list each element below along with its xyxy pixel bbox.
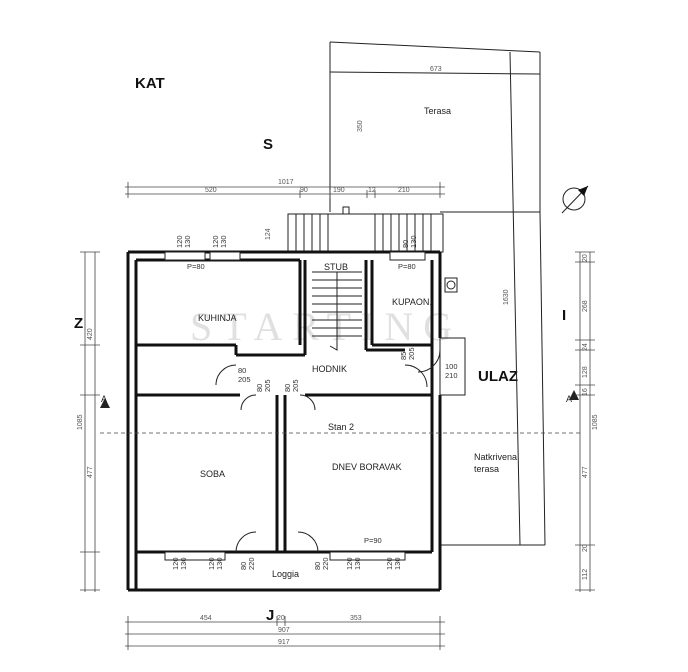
dim-top-e: 210 [398,187,410,194]
door-soba-b: 205 [263,379,272,392]
room-bedroom: SOBA [200,469,225,479]
dim-stair-depth: 124 [265,228,272,240]
opening-s2a: 120 [207,557,216,570]
dim-right-f: 1085 [592,414,599,430]
door-s-b: 220 [247,557,256,570]
dim-bottom-a: 454 [200,615,212,622]
opening-w1b: 130 [183,235,192,248]
room-hall: HODNIK [312,364,347,374]
covered-terrace-line2: terasa [474,464,499,474]
dim-right-i: 112 [582,569,589,580]
top-dimension-line [125,182,445,198]
dim-left-c: 477 [87,466,94,478]
opening-bath-p: P=80 [398,262,416,271]
door-soba-a: 80 [255,384,264,392]
door-l-b: 220 [321,557,330,570]
opening-s3b: 130 [353,557,362,570]
door-swings [215,349,441,553]
opening-s4a: 120 [385,557,394,570]
left-dimension-line [80,251,100,592]
opening-w2b: 130 [219,235,228,248]
orientation-west: Z [74,315,83,332]
window-marks [164,251,426,561]
loggia-window-p: P=90 [364,536,382,545]
dim-top-b: 90 [300,187,308,194]
dim-left-a: 420 [87,328,94,340]
orientation-east: I [562,307,566,324]
dim-right-d: 128 [582,366,589,378]
opening-bath-a: 80 [401,240,410,248]
interior-stair [312,271,362,351]
room-kitchen: KUHINJA [198,313,237,323]
right-dimension-line [575,251,595,592]
covered-terrace-line1: Natkrivena [474,452,517,462]
opening-s1a: 120 [171,557,180,570]
room-stair: STUB [324,262,348,272]
section-left-label: A [101,394,107,404]
entrance-projection [439,277,466,396]
door-living-b: 205 [291,379,300,392]
opening-s2b: 130 [215,557,224,570]
dim-top-c: 190 [333,187,345,194]
section-line [100,390,580,434]
orientation-north: S [263,136,273,153]
room-living: DNEV BORAVAK [332,462,402,472]
exterior-stair [287,206,444,253]
section-right-label: A [566,394,572,404]
dim-top-total: 1017 [278,179,294,186]
door-kitchen-a: 80 [238,366,246,375]
dim-right-e: 16 [582,388,589,396]
opening-s1b: 130 [179,557,188,570]
door-bath-b: 205 [407,347,416,360]
opening-w2a: 120 [211,235,220,248]
door-bath-a: 85 [399,352,408,360]
opening-s4b: 130 [393,557,402,570]
dim-top-d: 12 [368,187,376,194]
floor-title: KAT [135,75,165,92]
terrace-label: Terasa [424,106,451,116]
dim-bottom-b: 20 [277,615,285,622]
door-living-a: 80 [283,384,292,392]
dim-right-g: 477 [582,466,589,478]
dim-right-total: 1630 [503,289,510,305]
bottom-dimension-line [125,616,445,650]
door-entry-b: 210 [445,371,458,380]
dim-bottom-total-b: 917 [278,639,290,646]
room-bathroom: KUPAON. [392,297,432,307]
opening-w1a: 120 [175,235,184,248]
orientation-south: J [266,607,274,624]
dim-right-h: 20 [582,544,589,552]
watermark: STARTING [190,304,462,349]
dim-terrace-depth: 350 [357,120,364,132]
dim-terrace-width: 673 [430,66,442,73]
opening-s3a: 120 [345,557,354,570]
dim-bottom-total-a: 907 [278,627,290,634]
opening-kitchen-p: P=80 [187,262,205,271]
opening-bath-b: 130 [409,235,418,248]
door-entry-a: 100 [445,362,458,371]
dim-bottom-c: 353 [350,615,362,622]
door-s-a: 80 [239,562,248,570]
terrace-outline [329,41,546,546]
dim-right-c: 24 [582,343,589,351]
apartment-label: Stan 2 [328,422,354,432]
dim-top-a: 520 [205,187,217,194]
dim-right-a: 20 [582,254,589,262]
dim-right-b: 268 [582,300,589,312]
door-kitchen-b: 205 [238,375,251,384]
dim-left-b: 1085 [77,414,84,430]
entrance-label: ULAZ [478,368,518,385]
door-l-a: 80 [313,562,322,570]
interior-walls [136,250,432,552]
north-arrow-icon [561,185,589,214]
room-loggia: Loggia [272,569,299,579]
